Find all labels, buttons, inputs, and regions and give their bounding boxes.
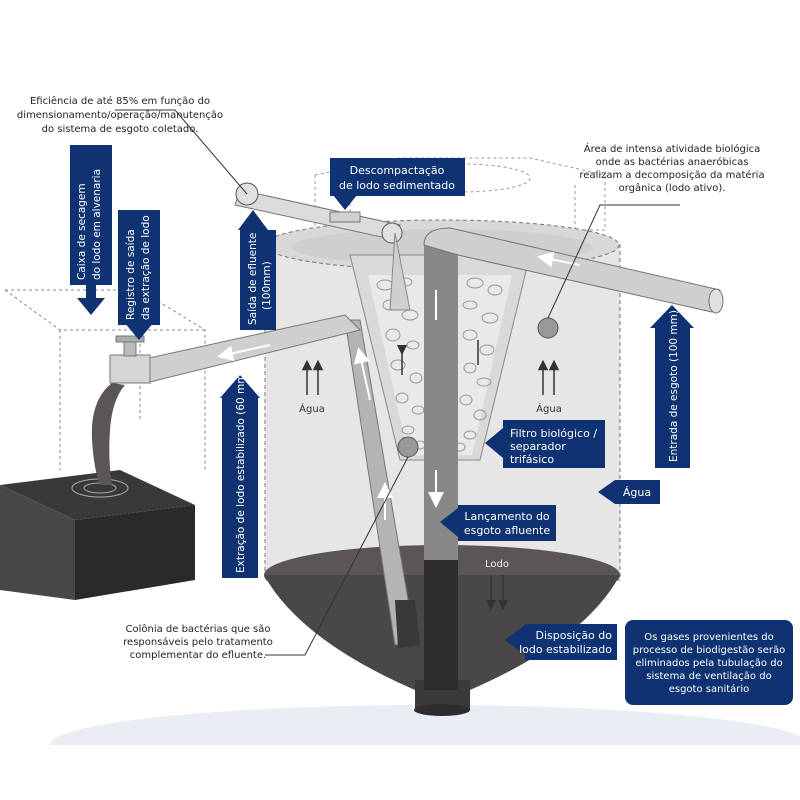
drying-box-wireframe — [4, 289, 206, 470]
saida-efluente-line1: Saída de efluente — [247, 233, 259, 325]
colonia-line2: responsáveis pelo tratamento — [123, 636, 273, 648]
eficiencia-line2: dimensionamento/operação/manutenção — [17, 110, 223, 121]
descompactacao-line2: de lodo sedimentado — [339, 179, 455, 192]
area-intensa-line3: realizam a decomposição da matéria — [579, 169, 764, 181]
eficiencia-line1: Eficiência de até 85% em função do — [30, 95, 210, 107]
label-gases: Os gases provenientes do processo de bio… — [625, 620, 793, 705]
sludge-drying-block — [0, 470, 195, 600]
extraction-pipe — [139, 314, 420, 648]
label-disposicao: Disposição do lodo estabilizado — [505, 624, 617, 660]
colonia-line3: complementar do efluente. — [130, 650, 266, 661]
descompactacao-line1: Descompactação — [350, 164, 445, 177]
gases-line4: sistema de ventilação do — [646, 671, 771, 682]
label-agua-side: Água — [598, 480, 660, 504]
colonia-line1: Colônia de bactérias que são — [125, 623, 270, 635]
area-intensa-line2: onde as bactérias anaeróbicas — [596, 156, 749, 168]
label-filtro: Filtro biológico / separador trifásico — [485, 420, 605, 468]
caixa-secagem-line2: do lodo em alvenaria — [91, 169, 103, 280]
filtro-line1: Filtro biológico / — [510, 427, 597, 440]
lancamento-line2: esgoto afluente — [464, 524, 550, 537]
registro-line2: da extração de lodo — [140, 215, 152, 320]
agua-side-text: Água — [623, 486, 651, 499]
gases-line5: esgoto sanitário — [669, 683, 750, 695]
area-intensa-line4: orgânica (lodo ativo). — [619, 182, 726, 194]
callout-area-intensa: Área de intensa atividade biológica onde… — [579, 142, 764, 194]
label-registro: Registro de saída da extração de lodo — [118, 210, 160, 340]
water-arrows — [301, 359, 560, 611]
filtro-line3: trifásico — [510, 453, 554, 466]
valve — [91, 335, 151, 485]
label-descompactacao: Descompactação de lodo sedimentado — [330, 158, 465, 210]
callout-pointers — [397, 317, 559, 458]
label-extracao: Extração de lodo estabilizado (60 mm) — [220, 369, 260, 578]
effluent-outlet-pipe — [234, 182, 411, 311]
agua-left-text: Água — [299, 402, 325, 415]
disposicao-line1: Disposição do — [536, 629, 613, 642]
registro-line1: Registro de saída — [125, 229, 137, 320]
gases-line3: eliminados pela tubulação do — [635, 658, 782, 669]
label-entrada-esgoto: Entrada de esgoto (100 mm) — [650, 305, 694, 468]
callout-eficiencia: Eficiência de até 85% em função do dimen… — [17, 95, 223, 135]
caixa-secagem-line1: Caixa de secagem — [76, 183, 88, 280]
extracao-text: Extração de lodo estabilizado (60 mm) — [235, 369, 247, 573]
gases-line1: Os gases provenientes do — [644, 632, 773, 643]
area-intensa-line1: Área de intensa atividade biológica — [584, 142, 760, 155]
saida-efluente-line2: (100mm) — [261, 261, 273, 310]
callout-colonia: Colônia de bactérias que são responsávei… — [123, 623, 273, 661]
gases-line2: processo de biodigestão serão — [633, 645, 786, 656]
lancamento-line1: Lançamento do — [464, 510, 550, 523]
disposicao-line2: lodo estabilizado — [519, 643, 612, 656]
agua-right-text: Água — [536, 402, 562, 415]
filtro-line2: separador — [510, 440, 566, 453]
inlet-pipe — [423, 227, 724, 690]
label-saida-efluente: Saída de efluente (100mm) — [238, 210, 276, 330]
lodo-text: Lodo — [485, 559, 509, 570]
label-caixa-secagem: Caixa de secagem do lodo em alvenaria — [70, 145, 112, 315]
label-lancamento: Lançamento do esgoto afluente — [440, 505, 556, 541]
entrada-esgoto-text: Entrada de esgoto (100 mm) — [668, 310, 680, 462]
eficiencia-line3: do sistema de esgoto coletado. — [42, 124, 199, 135]
callout-leader-lines — [115, 109, 680, 656]
